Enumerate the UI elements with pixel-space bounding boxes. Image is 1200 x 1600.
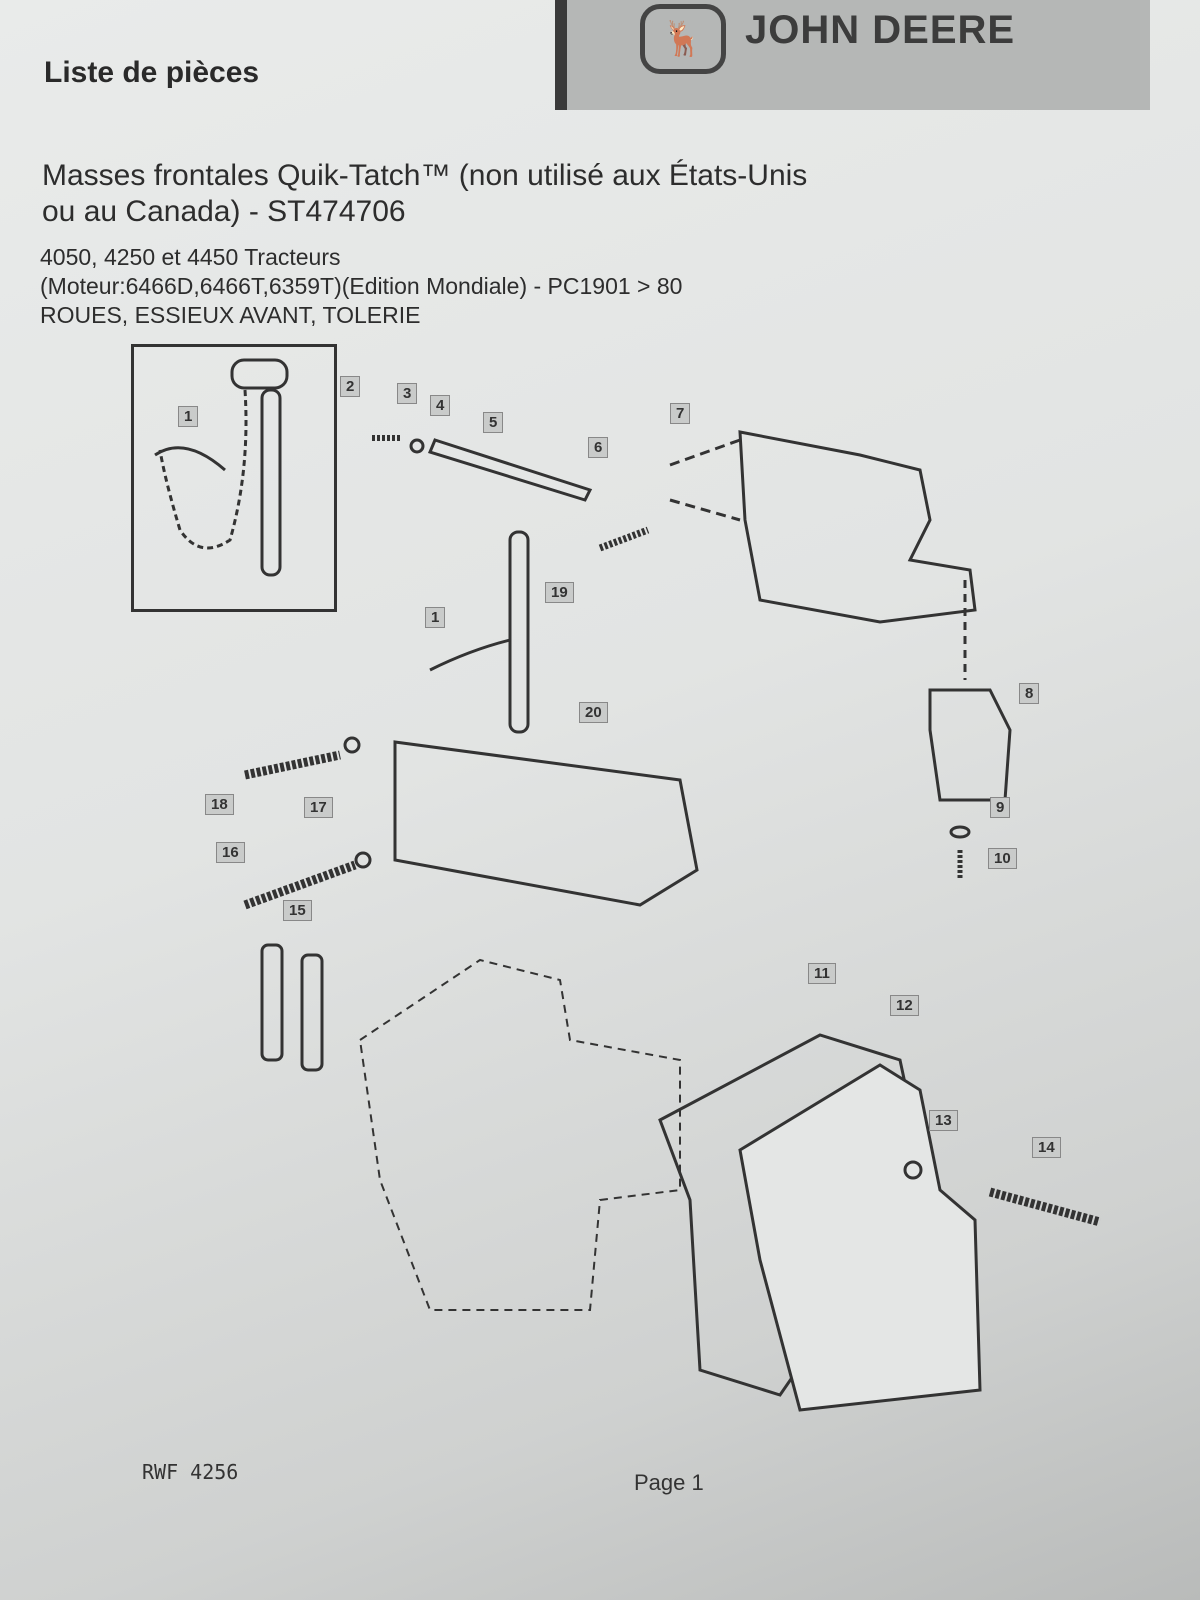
callout-1b: 1 bbox=[425, 607, 446, 628]
callout-8: 8 bbox=[1019, 683, 1040, 704]
callout-5: 5 bbox=[483, 412, 504, 433]
engine: (Moteur:6466D,6466T,6359T)(Edition Mondi… bbox=[40, 273, 683, 299]
leaping-deer-icon: 🦌 bbox=[640, 4, 726, 74]
bracket-7 bbox=[738, 430, 977, 624]
rod-5 bbox=[427, 438, 593, 502]
callout-12: 12 bbox=[890, 995, 919, 1016]
bolt-14 bbox=[988, 1187, 1102, 1227]
parts-diagram bbox=[154, 358, 1102, 1412]
footer-code: RWF 4256 bbox=[142, 1460, 239, 1484]
callout-16: 16 bbox=[216, 842, 245, 863]
brand-name: JOHN DEERE bbox=[745, 8, 1016, 52]
callout-20: 20 bbox=[579, 702, 608, 723]
section: ROUES, ESSIEUX AVANT, TOLERIE bbox=[40, 302, 421, 328]
document-title: Masses frontales Quik-Tatch™ (non utilis… bbox=[42, 159, 808, 228]
callout-11: 11 bbox=[808, 963, 836, 984]
document-subtitle: 4050, 4250 et 4450 Tracteurs (Moteur:646… bbox=[40, 243, 682, 330]
weight-12 bbox=[738, 1063, 982, 1412]
callout-4: 4 bbox=[430, 395, 451, 416]
list-title: Liste de pièces bbox=[44, 56, 260, 89]
part-8 bbox=[928, 688, 1012, 802]
callout-3: 3 bbox=[397, 383, 418, 404]
callout-13: 13 bbox=[929, 1110, 958, 1131]
callout-9: 9 bbox=[990, 797, 1011, 818]
callout-1: 1 bbox=[178, 406, 199, 427]
callout-15: 15 bbox=[283, 900, 312, 921]
callout-18: 18 bbox=[205, 794, 234, 815]
models: 4050, 4250 et 4450 Tracteurs bbox=[40, 244, 341, 270]
callout-14: 14 bbox=[1032, 1137, 1061, 1158]
inset-box bbox=[131, 344, 337, 612]
page-number: Page 1 bbox=[634, 1470, 704, 1495]
callout-6: 6 bbox=[588, 437, 609, 458]
pin-19 bbox=[508, 530, 530, 734]
callout-2: 2 bbox=[340, 376, 361, 397]
callout-19: 19 bbox=[545, 582, 574, 603]
callout-10: 10 bbox=[988, 848, 1017, 869]
pin-with-chain bbox=[154, 358, 289, 577]
ghost-weights bbox=[358, 958, 681, 1311]
weight-bracket-20 bbox=[393, 740, 699, 907]
callout-17: 17 bbox=[304, 797, 333, 818]
callout-7: 7 bbox=[670, 403, 691, 424]
